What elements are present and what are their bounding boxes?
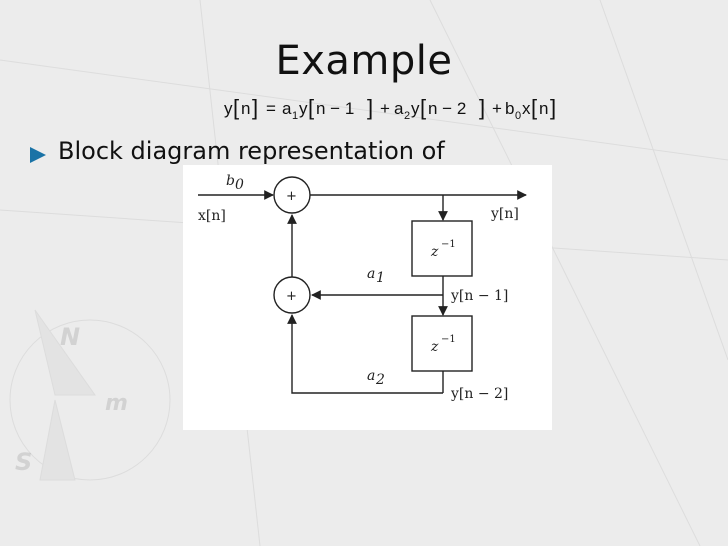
eq-y2: y bbox=[299, 99, 308, 118]
delay-block-1 bbox=[411, 220, 473, 277]
output-label: y[n] bbox=[490, 206, 519, 222]
delay2-sup: −1 bbox=[441, 334, 456, 345]
eq-y3: y bbox=[411, 99, 420, 118]
eq-y: y bbox=[224, 99, 233, 118]
eq-bracket-close: ] bbox=[252, 95, 258, 120]
gain-a1-sub: 1 bbox=[376, 270, 385, 286]
delay1-label: z bbox=[430, 244, 439, 260]
gain-a2-label: a bbox=[367, 368, 375, 384]
delay1-sup: −1 bbox=[441, 239, 456, 250]
eq-plus-2: + bbox=[492, 99, 502, 118]
eq-n-minus-2: n − 2 bbox=[428, 99, 466, 118]
eq-a1: a bbox=[282, 99, 292, 118]
difference-equation: y [ n ] = a 1 y [ n − 1 ] + a 2 y [ n − … bbox=[224, 95, 556, 122]
eq-bracket-close-3: ] bbox=[479, 95, 485, 120]
gain-a1-label: a bbox=[367, 266, 375, 282]
bullet-item: Block diagram representation of bbox=[30, 137, 550, 173]
block-diagram: x[n] b 0 + y[n] z −1 a 1 + y[n − 1] z −1… bbox=[183, 165, 552, 430]
eq-a2-sub: 2 bbox=[404, 110, 410, 122]
eq-bracket-open-3: [ bbox=[420, 95, 426, 120]
eq-bracket-open-4: [ bbox=[531, 95, 537, 120]
top-adder-symbol: + bbox=[286, 189, 297, 204]
eq-b0: b bbox=[505, 99, 514, 118]
input-label: x[n] bbox=[198, 208, 226, 224]
eq-a2: a bbox=[394, 99, 404, 118]
eq-bracket-open: [ bbox=[233, 95, 239, 120]
a2-feedback-arrow bbox=[287, 314, 443, 394]
bullet-text: Block diagram representation of bbox=[58, 137, 445, 165]
eq-plus-1: + bbox=[380, 99, 390, 118]
slide-title: Example bbox=[275, 38, 453, 84]
delay2-label: z bbox=[430, 339, 439, 355]
lower-adder-symbol: + bbox=[286, 289, 297, 304]
eq-equals: = bbox=[266, 99, 276, 118]
gain-b0-sub: 0 bbox=[235, 177, 244, 193]
tap1-label: y[n − 1] bbox=[450, 288, 508, 304]
eq-n: n bbox=[241, 99, 250, 118]
gain-b0-label: b bbox=[226, 173, 235, 189]
eq-a1-sub: 1 bbox=[292, 110, 298, 122]
eq-bracket-close-2: ] bbox=[367, 95, 373, 120]
eq-b0-sub: 0 bbox=[515, 110, 521, 122]
eq-bracket-close-4: ] bbox=[550, 95, 556, 120]
bullet-arrow-icon bbox=[30, 147, 46, 163]
compass-letter-m: m bbox=[105, 391, 128, 416]
block-diagram-svg: x[n] b 0 + y[n] z −1 a 1 + y[n − 1] z −1… bbox=[198, 173, 527, 402]
eq-n-2: n bbox=[539, 99, 548, 118]
eq-n-minus-1: n − 1 bbox=[316, 99, 354, 118]
compass-letter-n: N bbox=[60, 323, 80, 351]
gain-a2-sub: 2 bbox=[375, 372, 385, 388]
tap2-label: y[n − 2] bbox=[450, 386, 508, 402]
delay-block-2 bbox=[411, 315, 473, 372]
eq-x: x bbox=[522, 99, 531, 118]
eq-bracket-open-2: [ bbox=[308, 95, 314, 120]
compass-letter-s: S bbox=[15, 448, 32, 476]
